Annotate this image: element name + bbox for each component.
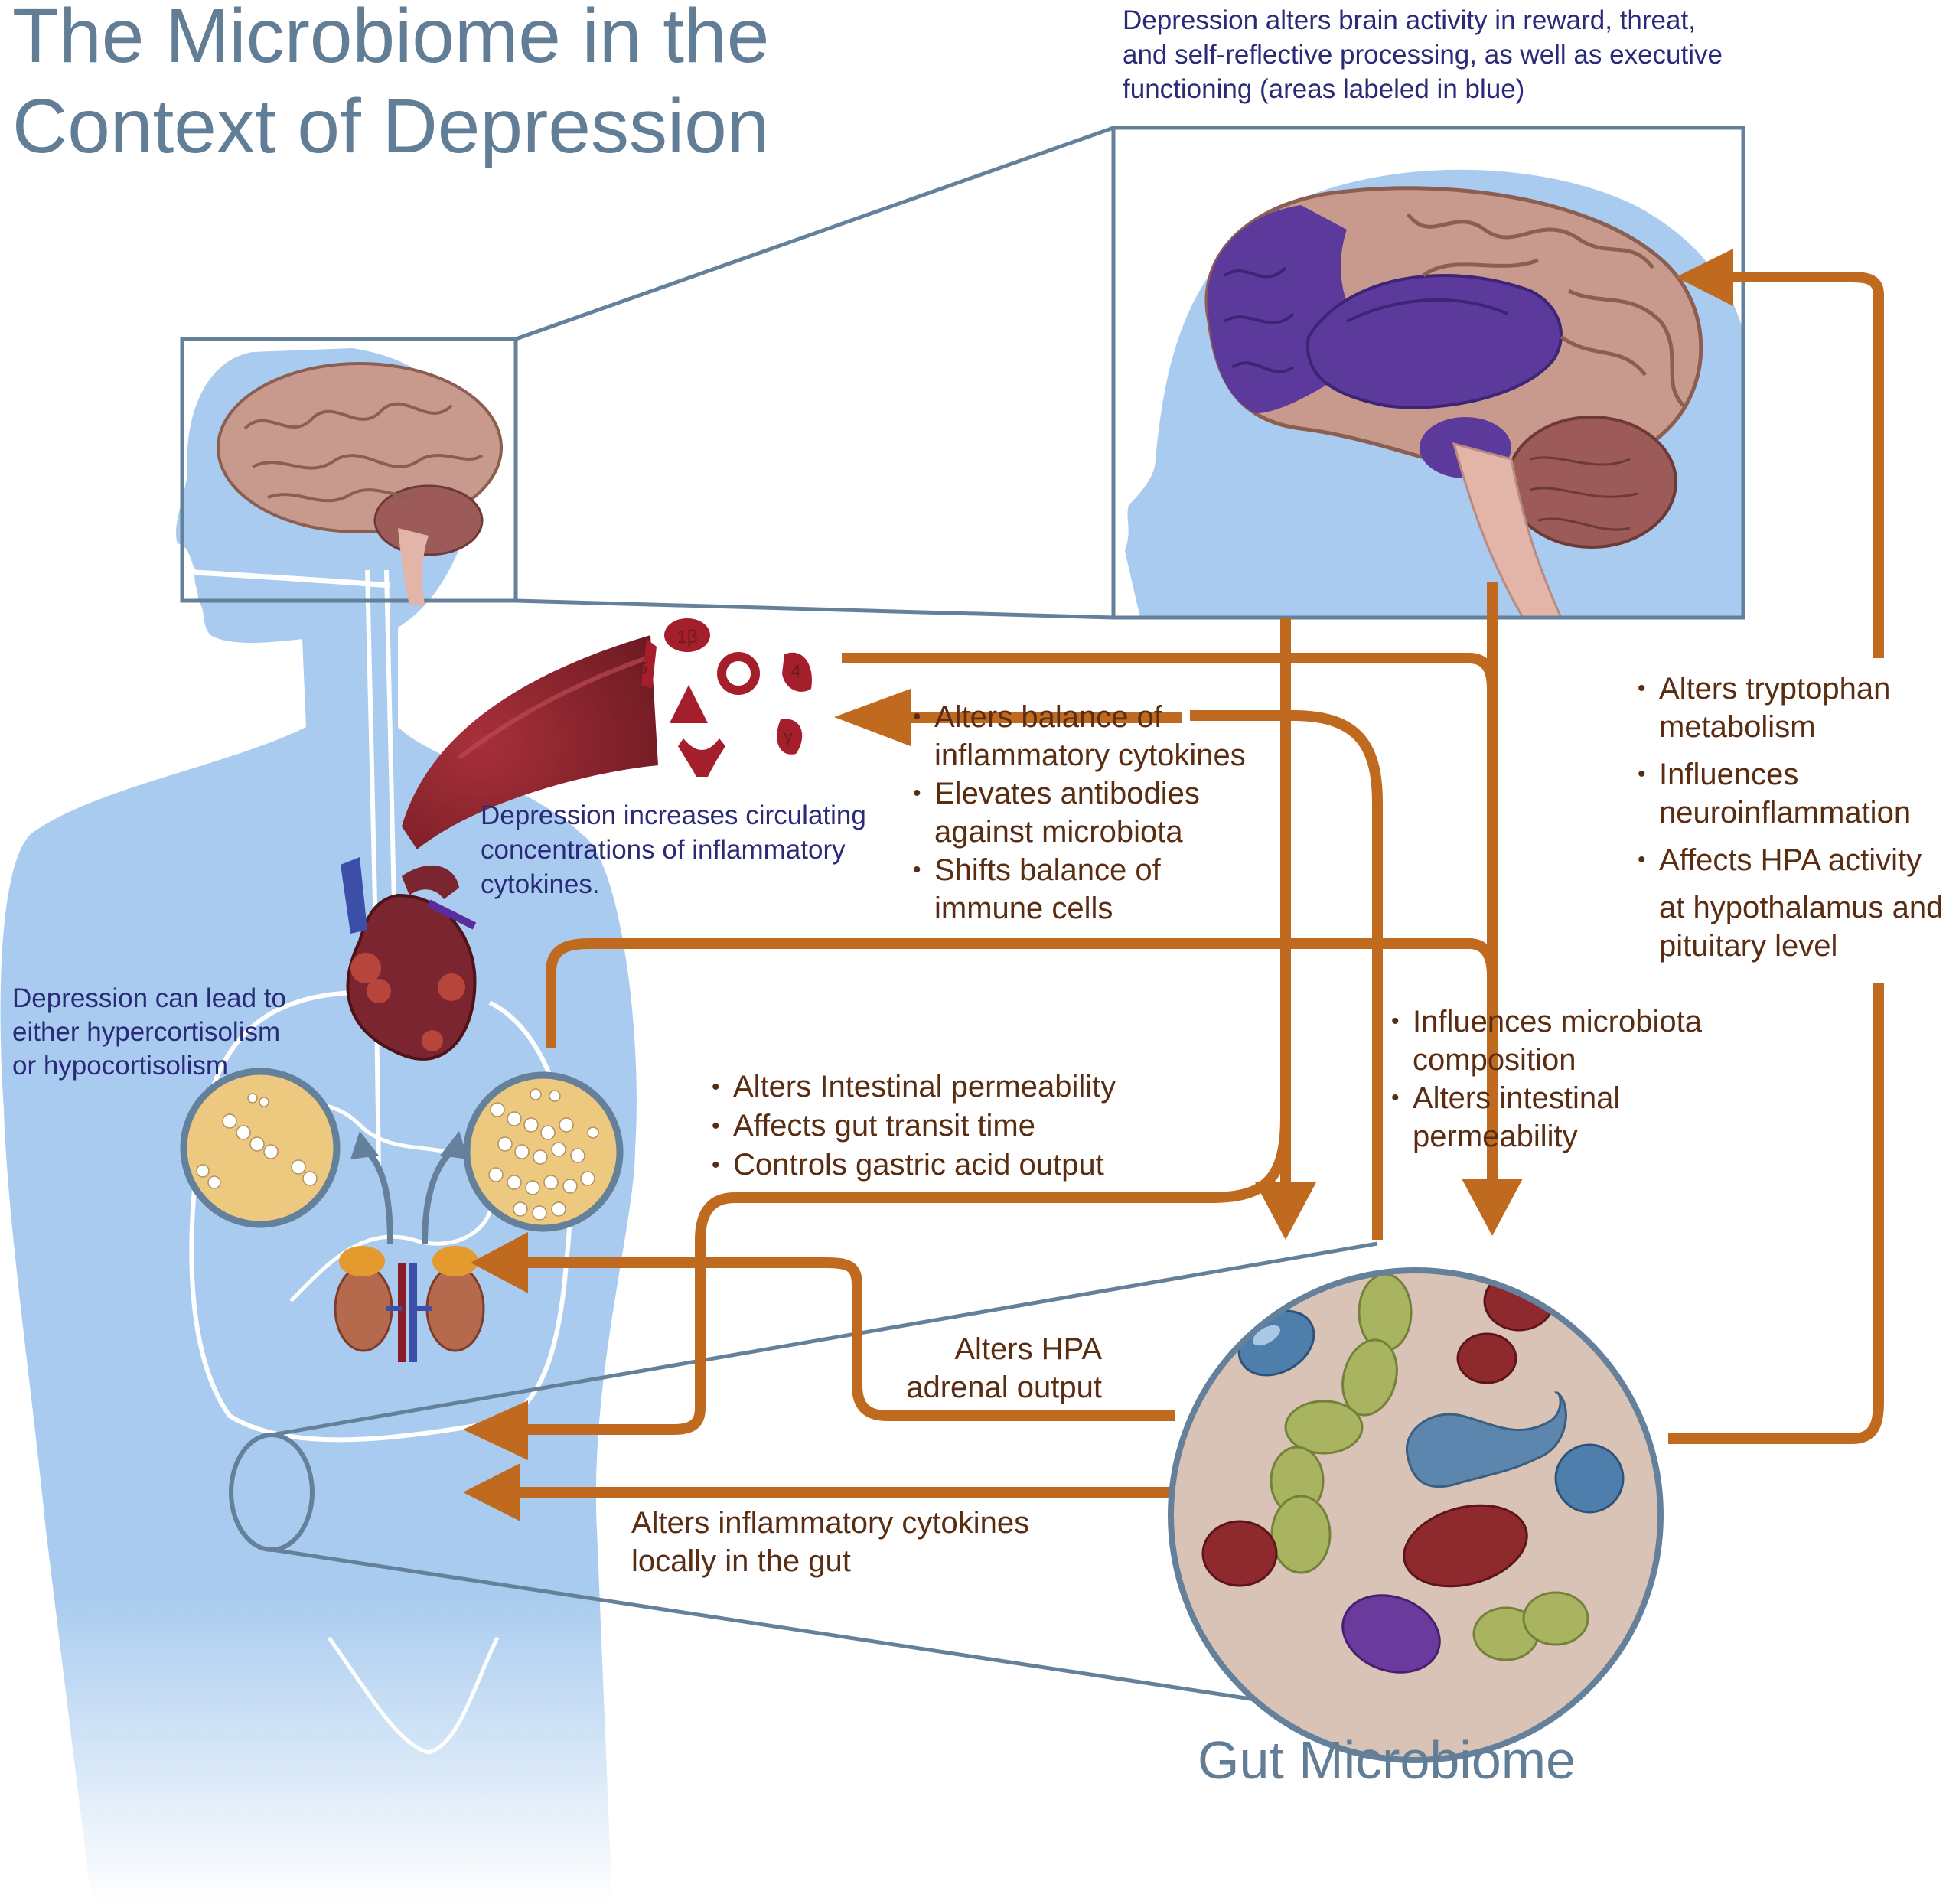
large-brain-panel [1113,128,1743,618]
local-cytokine-note-line-2: locally in the gut [631,1544,851,1578]
cytokine-label-il4: 4 [790,661,800,682]
brain-note-line-3: functioning (areas labeled in blue) [1123,74,1525,104]
page-title: The Microbiome in the Context of Depress… [12,0,769,171]
page-title-line-2: Context of Depression [12,83,770,169]
small-head-frame [180,337,518,603]
immune-effect-1-cont: inflammatory cytokines [934,738,1246,772]
immune-effect-3: Shifts balance of [913,851,1246,889]
immune-effects-list: Alters balance of inflammatory cytokines… [913,698,1246,928]
brain-effect-3-cont-2: pituitary level [1659,929,1838,963]
low-cortisol-circle [180,1068,341,1228]
microbiota-effect-2: Alters intestinal [1391,1079,1702,1117]
microbiota-effect-1-cont: composition [1413,1043,1576,1077]
brain-note-line-1: Depression alters brain activity in rewa… [1123,5,1696,35]
brain-effects-list: Alters tryptophan metabolism Influences … [1638,670,1943,965]
cytokine-label-ifn: γ [784,727,793,746]
microbiota-effect-2-cont: permeability [1413,1120,1578,1153]
gut-zoom-lines [229,1241,1378,1709]
brain-effect-2-cont: neuroinflammation [1659,796,1912,830]
brain-note: Depression alters brain activity in rewa… [1123,3,1723,106]
cytokine-labels: 1β 6 4 γ [638,627,801,746]
cortisol-note-line-2: either hypercortisolism [12,1017,281,1047]
hpa-note: Alters HPA adrenal output [857,1330,1102,1407]
cytokine-note-line-1: Depression increases circulating [481,800,866,830]
hpa-note-line-1: Alters HPA [954,1332,1102,1366]
brain-effect-1: Alters tryptophan [1638,670,1943,708]
brain-note-line-2: and self-reflective processing, as well … [1123,40,1723,70]
gut-microbiome-circle [1168,1267,1664,1763]
page-title-line-1: The Microbiome in the [12,0,770,79]
immune-effect-3-cont: immune cells [934,892,1113,925]
cytokine-molecules [641,618,812,777]
microbiota-effects-list: Influences microbiota composition Alters… [1391,1003,1702,1156]
large-brain-frame [1111,126,1745,620]
muscle-illustration [402,635,658,849]
microbiota-effect-1: Influences microbiota [1391,1003,1702,1041]
brain-effect-2: Influences [1638,755,1943,794]
local-cytokine-note: Alters inflammatory cytokines locally in… [631,1504,1029,1580]
cortisol-curve-arrowheads [350,1131,468,1159]
brain-effect-3: Affects HPA activity [1638,841,1943,879]
local-cytokine-note-line-1: Alters inflammatory cytokines [631,1506,1030,1540]
brain-effect-1-cont: metabolism [1659,710,1816,744]
brain-zoom-lines [515,126,1114,620]
gut-effect-2: Affects gut transit time [712,1107,1116,1146]
connector-arrowheads [463,249,1733,1521]
cytokine-label-il1b: 1β [676,627,697,647]
hpa-note-line-2: adrenal output [906,1371,1102,1404]
cortisol-note-line-3: or hypocortisolism [12,1051,229,1081]
immune-effect-2-cont: against microbiota [934,815,1183,849]
gut-microbiome-title: Gut Microbiome [1198,1730,1576,1790]
small-brain-illustration [217,362,503,605]
cytokine-note-line-2: concentrations of inflammatory [481,835,846,865]
cortisol-note-line-1: Depression can lead to [12,983,286,1013]
brain-effect-3-cont: at hypothalamus and [1659,891,1944,924]
cytokine-note-line-3: cytokines. [481,869,600,899]
immune-effect-2: Elevates antibodies [913,774,1246,813]
gut-effect-1: Alters Intestinal permeability [712,1068,1116,1107]
gut-effect-3: Controls gastric acid output [712,1146,1116,1185]
cytokine-note: Depression increases circulating concent… [481,798,866,901]
high-cortisol-circle [463,1071,624,1232]
heart-illustration [341,857,477,1061]
kidney-adrenal-illustration [334,1246,485,1362]
immune-effect-1: Alters balance of [913,698,1246,736]
cytokine-label-il6: 6 [638,658,647,677]
gut-effects-list: Alters Intestinal permeability Affects g… [712,1068,1116,1185]
cortisol-note: Depression can lead to either hypercorti… [12,982,286,1083]
